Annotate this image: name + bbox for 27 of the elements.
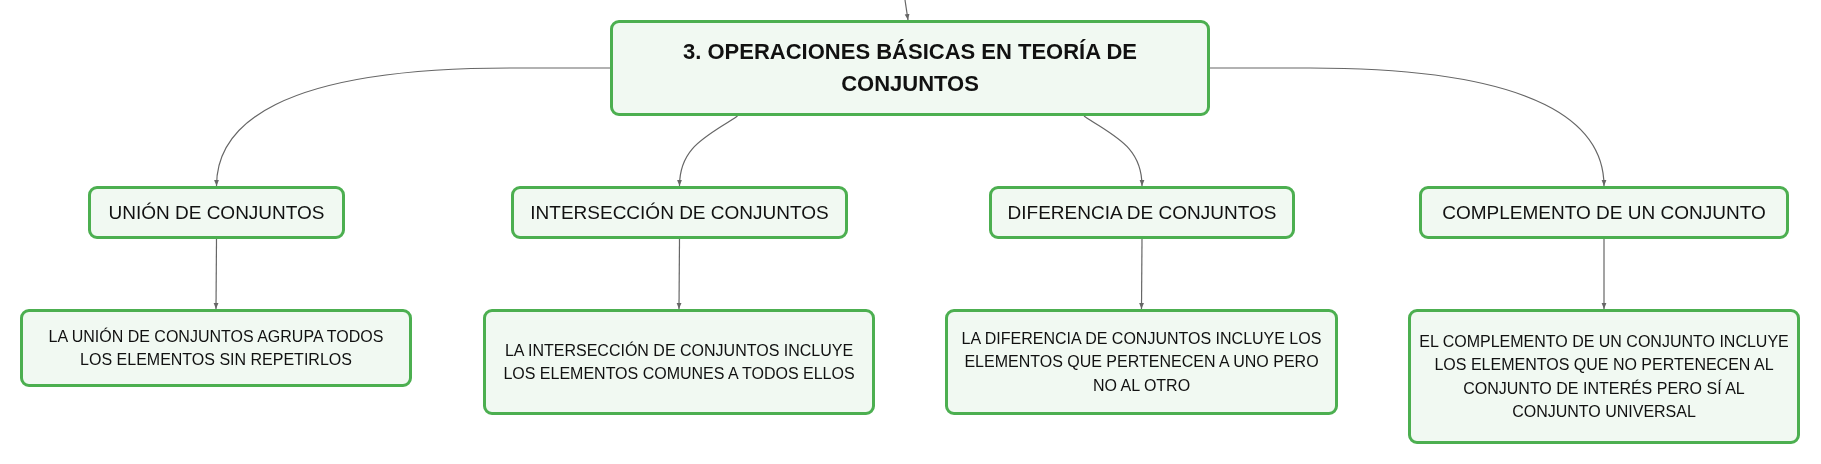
- description-box: [945, 309, 1338, 415]
- node-text: DIFERENCIA DE CONJUNTOS: [1007, 200, 1277, 225]
- subtopic-box: [989, 186, 1295, 239]
- connector-arrow: [676, 238, 682, 310]
- connector-arrow: [677, 115, 739, 187]
- node-text: EL COMPLEMENTO DE UN CONJUNTO INCLUYE LOS ELEMENTOS QUE NO PERTENECEN AL CONJUNTO DE INTERÉS PERO SÍ AL CONJUNTO UNIVERSAL: [1419, 332, 1789, 422]
- subtopic-box: [88, 186, 345, 239]
- connector-arrow: [1083, 115, 1144, 187]
- description-box: [1408, 309, 1800, 444]
- connector-arrow: [213, 238, 219, 310]
- description-box: [20, 309, 412, 387]
- connector-arrow: [214, 67, 611, 187]
- connector-arrow: [904, 0, 910, 21]
- node-text: LA DIFERENCIA DE CONJUNTOS INCLUYE LOS ELEMENTOS QUE PERTENECEN A UNO PERO NO AL OTRO: [960, 329, 1323, 396]
- topic-box: [610, 20, 1210, 116]
- node-text: INTERSECCIÓN DE CONJUNTOS: [530, 200, 829, 225]
- subtopic-box: [511, 186, 848, 239]
- description-box: [483, 309, 875, 415]
- subtopic-box: [1419, 186, 1789, 239]
- node-text: LA INTERSECCIÓN DE CONJUNTOS INCLUYE LOS ELEMENTOS COMUNES A TODOS ELLOS: [502, 340, 856, 384]
- node-text: UNIÓN DE CONJUNTOS: [108, 200, 325, 225]
- connector-arrow: [1601, 238, 1607, 310]
- connector-arrow: [1209, 67, 1606, 187]
- connector-arrow: [1139, 238, 1144, 310]
- node-text: LA UNIÓN DE CONJUNTOS AGRUPA TODOS LOS ELEMENTOS SIN REPETIRLOS: [47, 326, 385, 370]
- node-text: 3. OPERACIONES BÁSICAS EN TEORÍA DE CONJUNTOS: [682, 38, 1138, 98]
- node-text: COMPLEMENTO DE UN CONJUNTO: [1442, 200, 1766, 225]
